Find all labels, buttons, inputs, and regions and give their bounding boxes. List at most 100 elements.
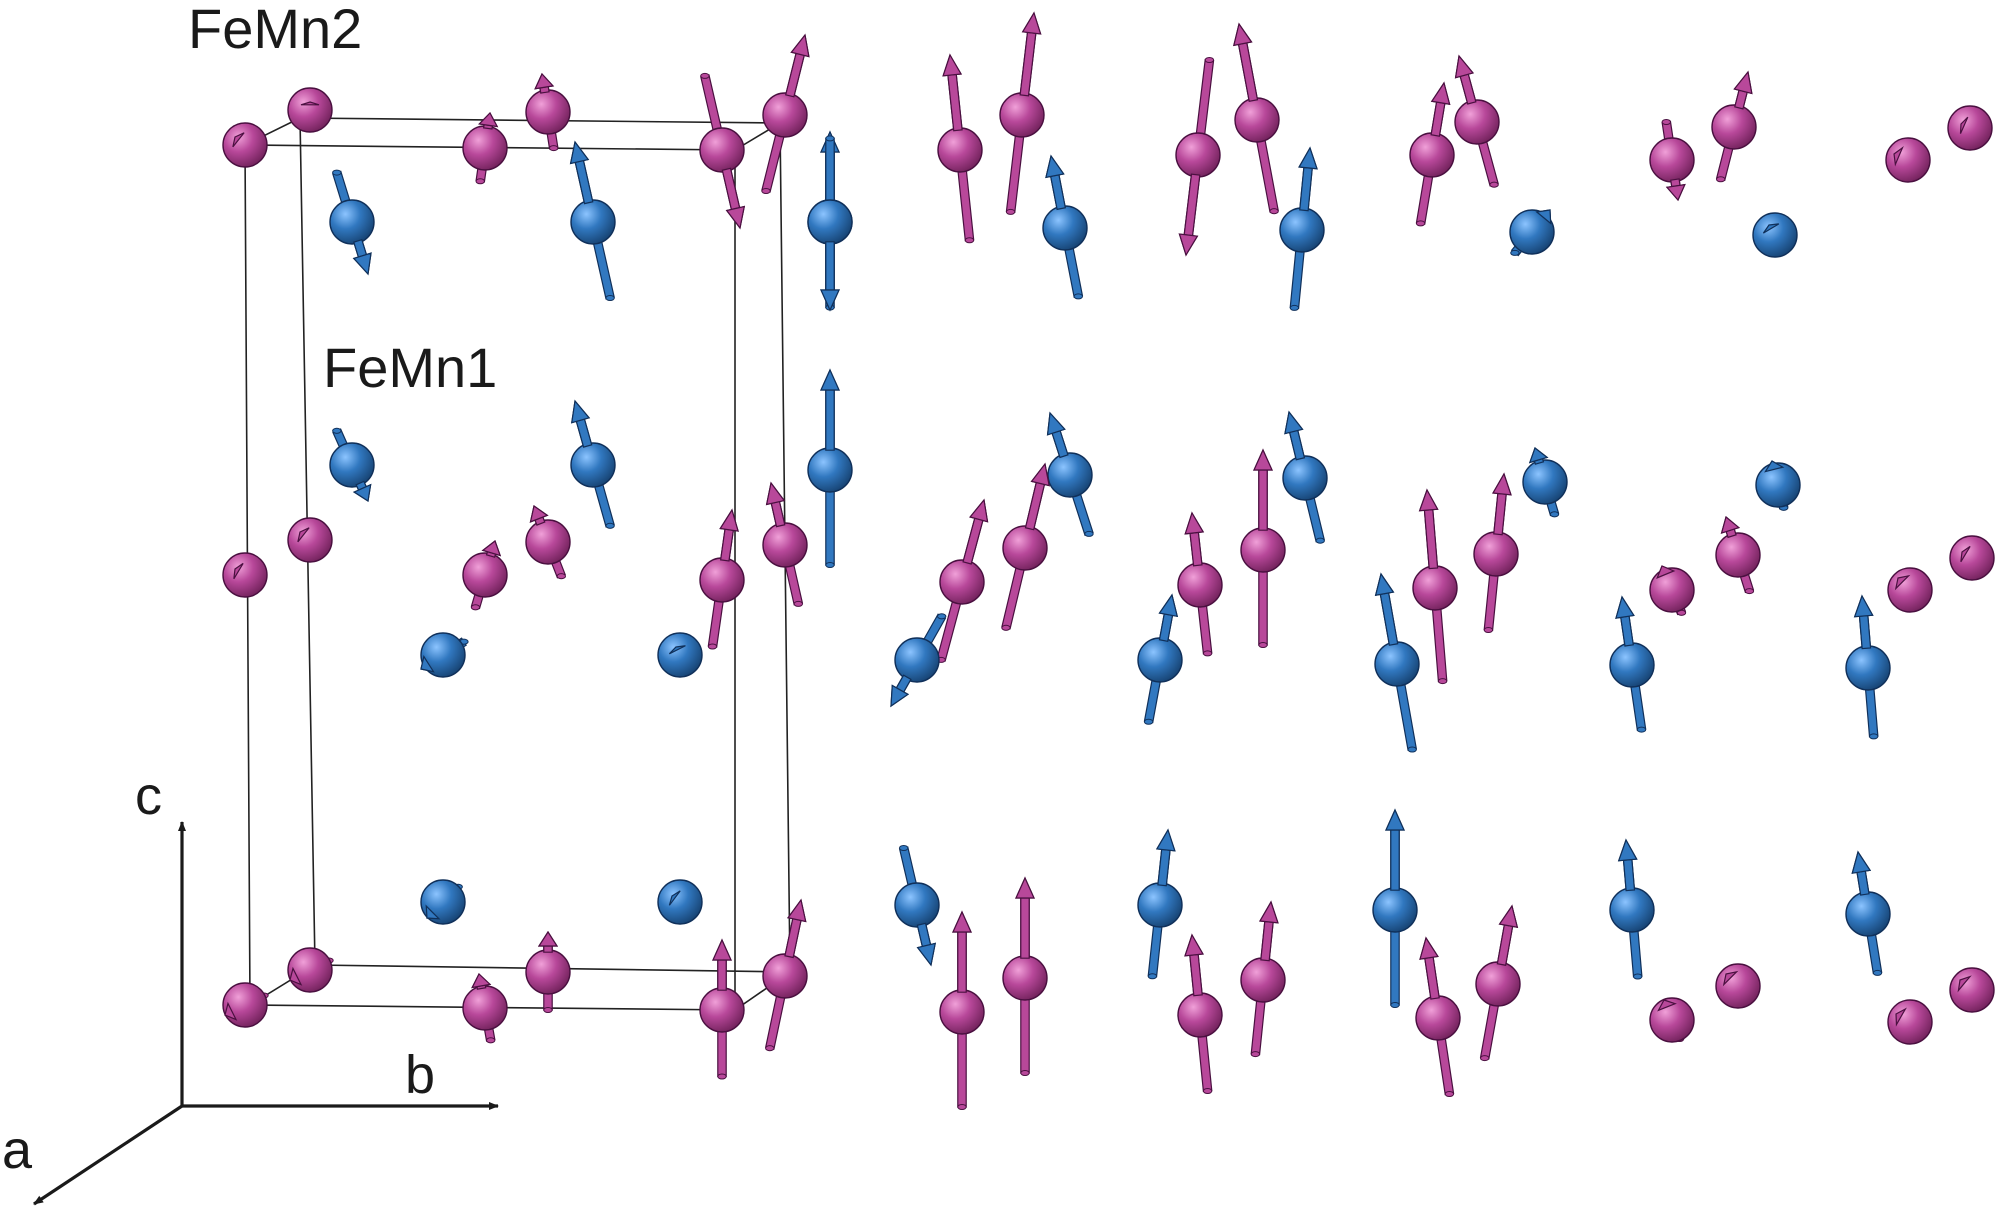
femn2-atom [222, 552, 268, 598]
spin-arrow-head-front [534, 72, 555, 90]
axis-b-label: b [405, 1045, 435, 1105]
spin-arrow-tail [825, 561, 835, 569]
spin-arrow-shaft-front [1049, 174, 1067, 211]
atom-sphere [657, 632, 703, 678]
axes: c b a [2, 766, 499, 1206]
atom-sphere [1042, 205, 1088, 251]
atom-sphere [1711, 104, 1757, 150]
spin-arrow-tail [1269, 208, 1279, 215]
femn2-atom [1473, 472, 1519, 634]
atom-sphere [222, 982, 268, 1028]
spin-arrow-shaft-front [1288, 429, 1306, 461]
spin-arrow-head-front [233, 562, 244, 580]
spin-arrow-shaft-front [1157, 848, 1171, 887]
spin-arrow-head-front [668, 890, 681, 906]
spin-arrow-shaft-front [1493, 492, 1507, 536]
femn1-atom [1609, 595, 1655, 733]
atom-sphere [1609, 887, 1655, 933]
femn1-atom [894, 844, 940, 967]
atom-sphere [525, 519, 571, 565]
spin-arrow-head-front [1158, 593, 1179, 618]
axis-c-label: c [135, 766, 162, 826]
atom-sphere [222, 122, 268, 168]
atom-sphere [1137, 637, 1183, 683]
spin-arrow-head-front [1233, 22, 1253, 47]
atom-sphere [1454, 99, 1500, 145]
spin-arrow-shaft-front [1258, 469, 1268, 531]
atom-sphere [657, 879, 703, 925]
atom-sphere [1279, 207, 1325, 253]
spin-arrow-tail [717, 1073, 727, 1080]
spin-arrow-tail [1005, 208, 1016, 215]
spin-arrow-shaft-front [719, 528, 735, 562]
spin-arrow-tail [700, 72, 710, 79]
atom-sphere [1002, 955, 1048, 1001]
spin-arrow-tail [1661, 118, 1672, 126]
spin-arrow-tail [1549, 511, 1560, 518]
femn1-atom [1137, 828, 1183, 980]
atom-sphere [222, 552, 268, 598]
atom-sphere [1415, 995, 1461, 1041]
atom-sphere [287, 947, 333, 993]
spin-arrow-head-front [425, 904, 441, 920]
femn2-atom [525, 930, 571, 1014]
spin-arrow-tail [1636, 726, 1647, 733]
spin-arrow-head-front [1155, 828, 1176, 852]
spin-arrow-shaft-front [1856, 870, 1870, 896]
spin-arrow-head-front [1253, 448, 1273, 471]
femn2-atom [1177, 511, 1223, 657]
atom-sphere [1047, 452, 1093, 498]
spin-arrow-head-front [765, 481, 786, 506]
spin-arrow-head-front [1959, 116, 1969, 134]
femn2-atom [525, 504, 571, 580]
spin-arrow-head-front [1617, 838, 1638, 862]
spin-arrow-tail [543, 1006, 553, 1014]
femn2-atom [462, 111, 508, 185]
spin-arrow-tail [1001, 624, 1011, 631]
atom-sphere [570, 199, 616, 245]
femn1-atom [657, 632, 703, 678]
spin-arrow-head-front [1764, 460, 1785, 473]
spin-arrow-head-front [719, 508, 739, 532]
atom-sphere [699, 987, 745, 1033]
atom-sphere [1649, 137, 1695, 183]
spin-arrow-head-front [1045, 154, 1065, 179]
femn2-atom [1240, 900, 1286, 1058]
spin-arrow-head-front [352, 483, 372, 503]
atom-sphere [1715, 532, 1761, 578]
spin-arrow-head-front [725, 205, 746, 230]
atom-sphere [287, 87, 333, 133]
femn1-atom [1609, 838, 1655, 980]
spin-arrow-tail [793, 600, 803, 607]
spin-arrow-shaft-front [1019, 31, 1037, 97]
atom-sphere [894, 637, 940, 683]
spin-arrow-tail [1084, 530, 1094, 537]
spin-arrow-shaft-front [1496, 924, 1514, 966]
spin-arrow-tail [1633, 973, 1643, 980]
spin-arrow-shaft-front [721, 167, 741, 211]
spin-arrow-tail [1869, 733, 1879, 740]
spin-arrow-head-front [1385, 808, 1405, 831]
spin-arrow-tail [332, 169, 342, 176]
spin-arrow-tail [1020, 1069, 1030, 1077]
spin-arrow-head-front [820, 368, 840, 391]
femn2-atom [1240, 448, 1286, 649]
spin-arrow-tail [1202, 1087, 1213, 1095]
spin-arrow-tail [332, 427, 342, 434]
spin-arrow-head-front [969, 498, 989, 523]
axis-a-label: a [2, 1120, 33, 1180]
spin-arrow-tail [549, 145, 559, 152]
femn2-atom [222, 122, 268, 168]
femn1-atom [1755, 460, 1801, 511]
spin-arrow-tail [475, 178, 485, 185]
spin-arrow-tail [1143, 718, 1154, 725]
spin-arrow-tail [964, 237, 975, 244]
atom-sphere [1522, 459, 1568, 505]
spin-arrow-head-front [478, 111, 499, 128]
spin-arrow-head-front [481, 540, 502, 557]
femn1-atom [329, 169, 375, 276]
atom-sphere [1475, 961, 1521, 1007]
atom-sphere [1947, 105, 1993, 151]
femn2-atom [699, 508, 745, 650]
